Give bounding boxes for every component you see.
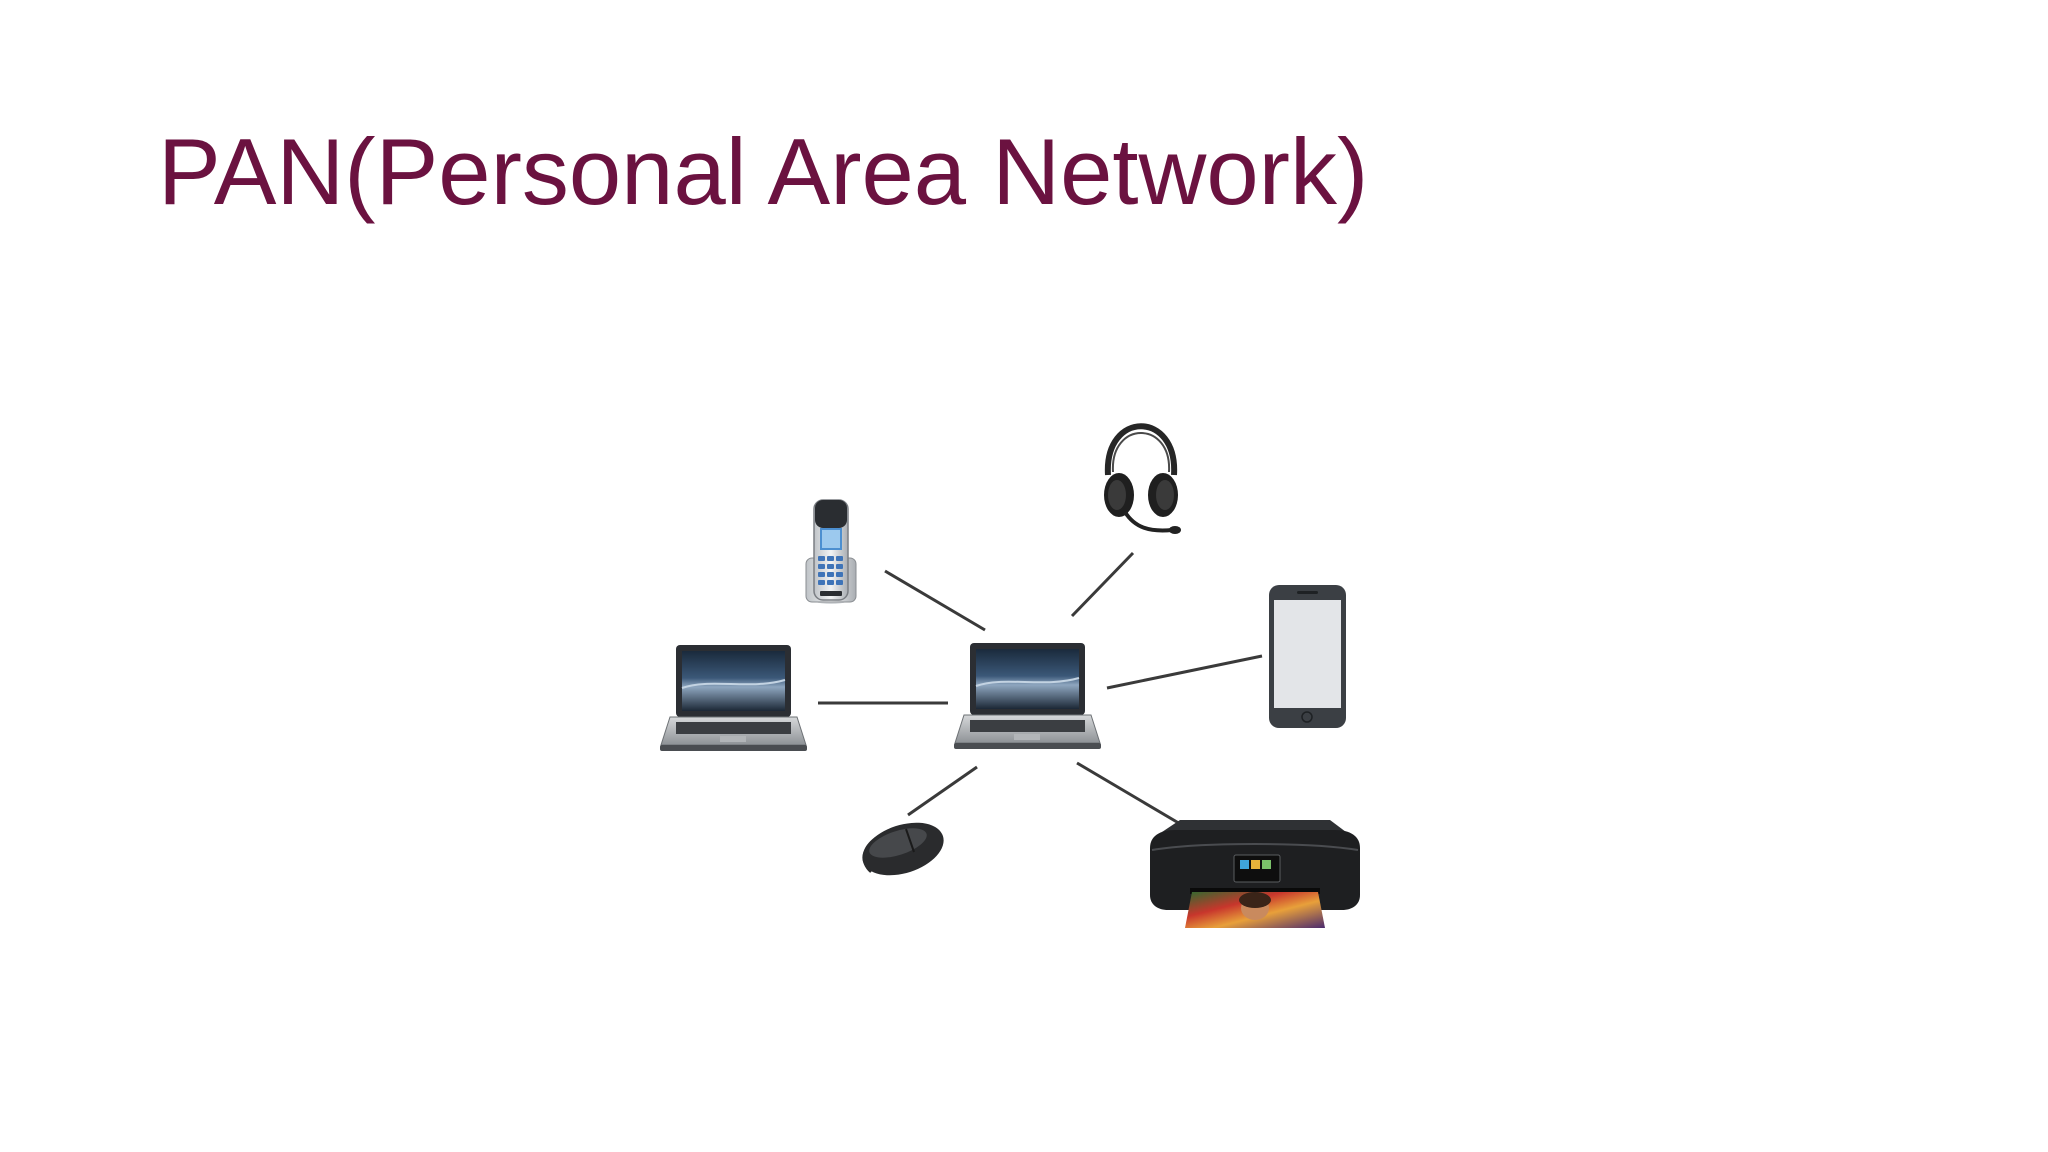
mouse-icon xyxy=(862,822,944,876)
link-headset xyxy=(1070,551,1135,618)
link-mouse xyxy=(907,765,978,817)
printer-icon xyxy=(1150,820,1360,928)
slide-title: PAN(Personal Area Network) xyxy=(158,119,1369,224)
connection-lines xyxy=(818,551,1263,827)
cordless-phone-icon xyxy=(805,499,857,604)
link-smartphone xyxy=(1106,654,1263,690)
smartphone-icon xyxy=(1269,585,1346,728)
headset-icon xyxy=(1104,423,1181,534)
hub-laptop-icon xyxy=(954,643,1101,749)
laptop-icon xyxy=(660,645,807,751)
link-phone xyxy=(884,569,986,632)
link-printer xyxy=(1076,761,1183,827)
